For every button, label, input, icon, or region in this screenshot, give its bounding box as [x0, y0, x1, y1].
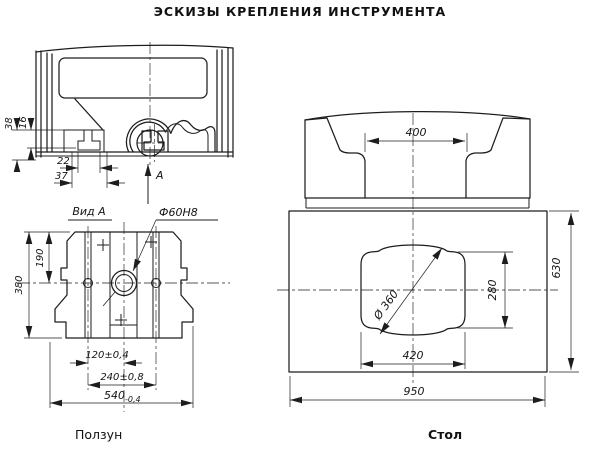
arch-outer-ring: [125, 118, 172, 153]
slider-front-dimensions: 380 190 120±0,4 240±0,8 540-0,4: [14, 231, 194, 408]
hole-callout-label: Ф60Н8: [159, 206, 198, 219]
gib-hatched-block: [63, 129, 105, 153]
callout-slash: [102, 291, 116, 307]
right-small-hole: [151, 278, 161, 288]
dim-360-label: Ø 360: [371, 288, 402, 323]
dim-420-label: 420: [403, 349, 424, 362]
slider-top-edge: [35, 44, 234, 53]
view-a-title: Вид А: [72, 205, 105, 218]
arch-inner-ring: [129, 121, 167, 153]
caption-slider: Ползун: [75, 427, 123, 442]
left-small-hole: [83, 278, 93, 288]
right-t-slot: [141, 130, 169, 153]
table-plan-outline: [288, 210, 548, 373]
central-hole-outer: [110, 269, 138, 297]
right-guide-lines: [216, 47, 234, 158]
dim-37-label: 37: [55, 171, 68, 182]
page-title: ЭСКИЗЫ КРЕПЛЕНИЯ ИНСТРУМЕНТА: [153, 4, 447, 19]
gib-diagonal: [74, 98, 104, 131]
slider-body-outline: [54, 231, 194, 339]
dim-240-label: 240±0,8: [100, 372, 143, 383]
t-slot-lines: [84, 232, 160, 338]
dim-190-label: 190: [35, 248, 46, 267]
table-section-top-curve: [304, 110, 531, 121]
caption-table: Стол: [428, 427, 463, 442]
view-a-arrow-label: А: [155, 169, 164, 182]
slider-front-view: Вид А Ф60Н8: [14, 205, 230, 412]
dim-38-label: 38: [4, 117, 15, 130]
table-view: 400 Ø 360 420 280 630 950: [277, 110, 579, 407]
table-section-left-block: [304, 117, 366, 199]
dim-950-label: 950: [404, 385, 425, 398]
central-hole-inner: [115, 274, 133, 292]
slider-window: [58, 57, 208, 99]
left-guide-lines: [35, 50, 53, 158]
dim-630-label: 630: [550, 258, 563, 279]
web-wave-outer: [170, 119, 216, 153]
table-dimensions: 400 Ø 360 420 280 630 950: [289, 126, 579, 407]
dim-280-label: 280: [486, 280, 499, 301]
cross-marks: [97, 236, 157, 326]
dim-400-label: 400: [406, 126, 427, 139]
table-central-opening: [360, 244, 466, 336]
slider-section-dimensions: 38 16 22 37 А: [4, 116, 164, 204]
dim-380-label: 380: [14, 275, 25, 294]
slider-section-view: 38 16 22 37 А: [4, 42, 234, 204]
web-wave-inner: [165, 123, 209, 152]
dim-22-label: 22: [57, 156, 70, 167]
dim-120-label: 120±0,4: [85, 350, 128, 361]
dim-16-label: 16: [18, 116, 29, 129]
dim-540-label: 540-0,4: [104, 389, 141, 404]
strip-ends: [305, 198, 530, 208]
table-section-right-block: [465, 117, 531, 199]
